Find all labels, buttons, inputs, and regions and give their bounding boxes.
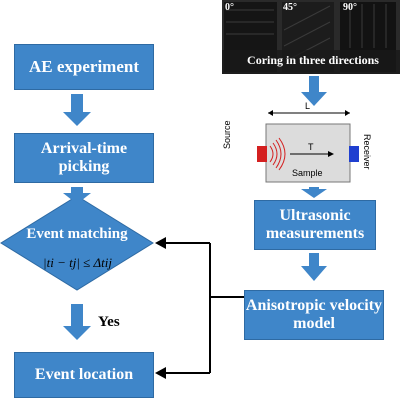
angle-0-label: 0° xyxy=(225,2,234,13)
arrow-schematic-to-ultrasonic xyxy=(301,187,327,198)
yes-label: Yes xyxy=(98,314,120,330)
arrow-matching-to-location xyxy=(63,304,91,340)
receiver-transducer xyxy=(349,146,359,162)
core-samples-photo xyxy=(222,0,400,74)
travel-label: T xyxy=(308,142,314,152)
receiver-label: Receiver xyxy=(362,134,372,170)
anisotropic-label: Anisotropic velocity model xyxy=(245,296,383,332)
event-location-box: Event location xyxy=(14,352,154,398)
event-location-label: Event location xyxy=(34,365,134,383)
ae-experiment-box: AE experiment xyxy=(14,44,154,90)
travel-arrowhead xyxy=(328,151,334,157)
arrow-ae-to-picking xyxy=(63,94,91,126)
event-matching-formula: |ti − tj| ≤ Δtij xyxy=(43,255,112,270)
wave-fronts xyxy=(269,137,286,171)
angle-45-label: 45° xyxy=(283,2,297,13)
sample-block xyxy=(265,123,351,183)
ae-experiment-label: AE experiment xyxy=(28,57,139,77)
arrow-photo-to-schematic xyxy=(301,76,327,106)
arrowhead-to-matching xyxy=(155,237,166,249)
arrowhead-to-location xyxy=(155,367,166,379)
angle-90-label: 90° xyxy=(343,2,357,13)
length-label: L xyxy=(305,101,311,111)
anisotropic-box: Anisotropic velocity model xyxy=(244,290,384,340)
source-transducer xyxy=(257,146,267,162)
source-label: Source xyxy=(222,120,232,149)
ultrasonic-box: Ultrasonic measurements xyxy=(254,200,376,250)
arrival-picking-box: Arrival-time picking xyxy=(14,133,154,183)
arrival-picking-label: Arrival-time picking xyxy=(40,139,128,175)
coring-caption: Coring in three directions xyxy=(247,53,379,67)
feedback-lines xyxy=(163,242,244,374)
arrow-picking-to-matching xyxy=(63,187,91,204)
arrow-ultrasonic-to-anisotropic xyxy=(301,253,327,281)
ultrasonic-label: Ultrasonic measurements xyxy=(265,206,365,242)
event-matching-label: Event matching xyxy=(26,226,128,242)
event-matching-diamond xyxy=(0,195,154,291)
sample-label: Sample xyxy=(292,168,323,178)
sample-schematic xyxy=(257,110,359,183)
